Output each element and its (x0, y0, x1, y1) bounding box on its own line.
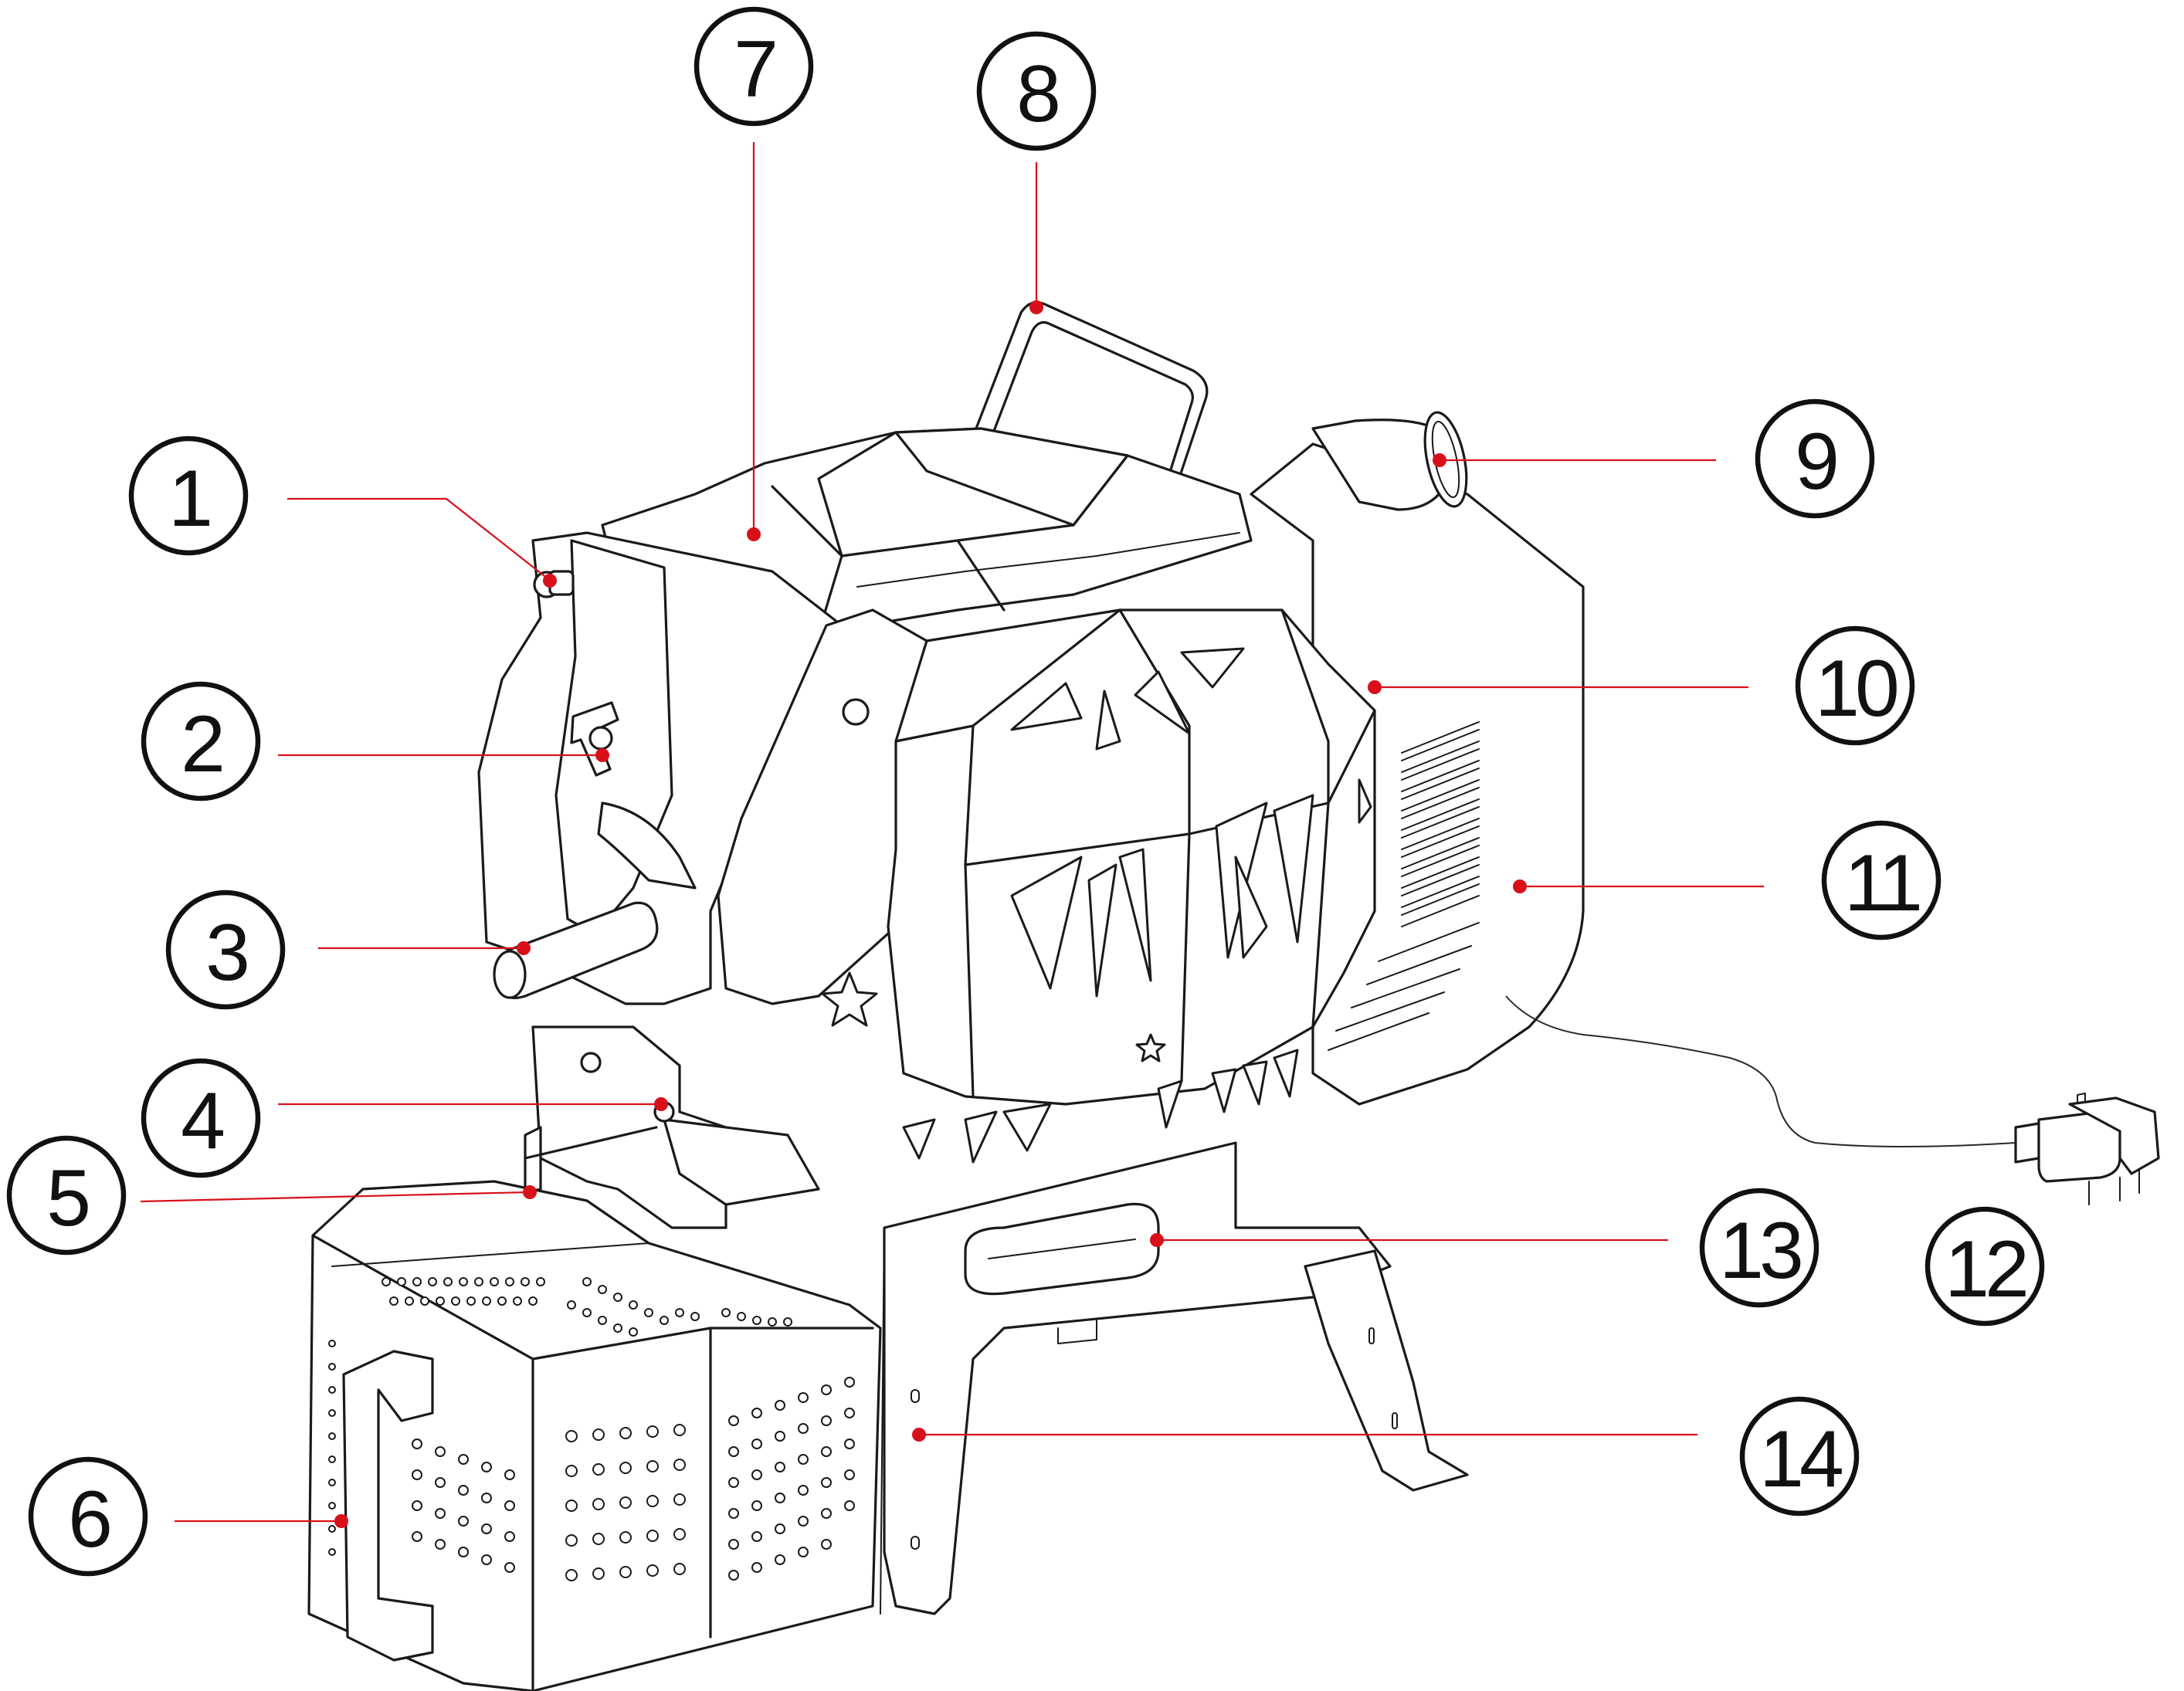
leader-dot-4 (654, 1097, 668, 1111)
front-latch (524, 1025, 820, 1229)
callout-9: 9 (1755, 398, 1875, 519)
coffee-roaster-illustration (307, 301, 2160, 1691)
base-frame (880, 1141, 1469, 1615)
callout-3: 3 (165, 890, 286, 1010)
callout-label-5: 5 (46, 1154, 88, 1243)
callout-label-8: 8 (1016, 49, 1058, 139)
power-adapter (2014, 1093, 2160, 1205)
callout-1: 1 (128, 435, 249, 556)
callout-8: 8 (976, 31, 1097, 151)
callout-label-1: 1 (168, 454, 209, 544)
callout-label-2: 2 (181, 700, 222, 789)
spindle-rod (493, 901, 659, 1000)
callout-label-7: 7 (734, 25, 775, 114)
callout-14: 14 (1739, 1396, 1860, 1516)
callout-label-3: 3 (205, 908, 247, 998)
callout-label-14: 14 (1759, 1415, 1842, 1504)
drum-front (717, 608, 1376, 1164)
leader-dot-7 (747, 527, 761, 541)
callout-markers: 1 2 3 4 5 6 7 8 (6, 6, 2045, 1577)
callout-label-13: 13 (1719, 1206, 1801, 1296)
callout-label-11: 11 (1844, 839, 1919, 928)
leader-dot-5 (523, 1185, 537, 1199)
leader-lines (140, 142, 1764, 1528)
callout-5: 5 (6, 1135, 127, 1256)
callout-7: 7 (694, 6, 814, 127)
callout-label-12: 12 (1945, 1225, 2026, 1314)
vent-slots (1328, 721, 1480, 1051)
leader-dot-2 (595, 748, 609, 762)
callout-2: 2 (141, 681, 261, 801)
callout-12: 12 (1925, 1206, 2045, 1327)
callout-6: 6 (28, 1456, 148, 1577)
leader-dot-8 (1029, 300, 1043, 314)
callout-10: 10 (1795, 625, 1915, 746)
leader-dot-9 (1433, 453, 1446, 467)
leader-dot-13 (1150, 1233, 1164, 1247)
chaff-basket (307, 1180, 882, 1691)
side-perforations (328, 1340, 855, 1581)
callout-11: 11 (1821, 820, 1942, 940)
leader-dot-11 (1513, 879, 1527, 893)
callout-label-4: 4 (181, 1076, 223, 1166)
callout-label-10: 10 (1815, 644, 1897, 734)
leader-dot-14 (912, 1428, 926, 1442)
leader-dot-10 (1368, 680, 1382, 694)
power-cord (1505, 995, 2160, 1205)
left-side-plate (477, 531, 866, 1005)
top-lid (601, 427, 1253, 635)
leader-5 (140, 1191, 529, 1203)
leader-dot-6 (334, 1514, 348, 1528)
leader-1 (287, 497, 549, 580)
leader-dot-1 (543, 574, 557, 588)
callout-label-6: 6 (68, 1475, 110, 1564)
callout-13: 13 (1699, 1188, 1819, 1308)
top-handle (973, 301, 1209, 496)
callout-4: 4 (141, 1058, 261, 1178)
leader-dot-3 (517, 941, 531, 955)
callout-label-9: 9 (1795, 417, 1836, 507)
basket-perforations (382, 1277, 792, 1337)
